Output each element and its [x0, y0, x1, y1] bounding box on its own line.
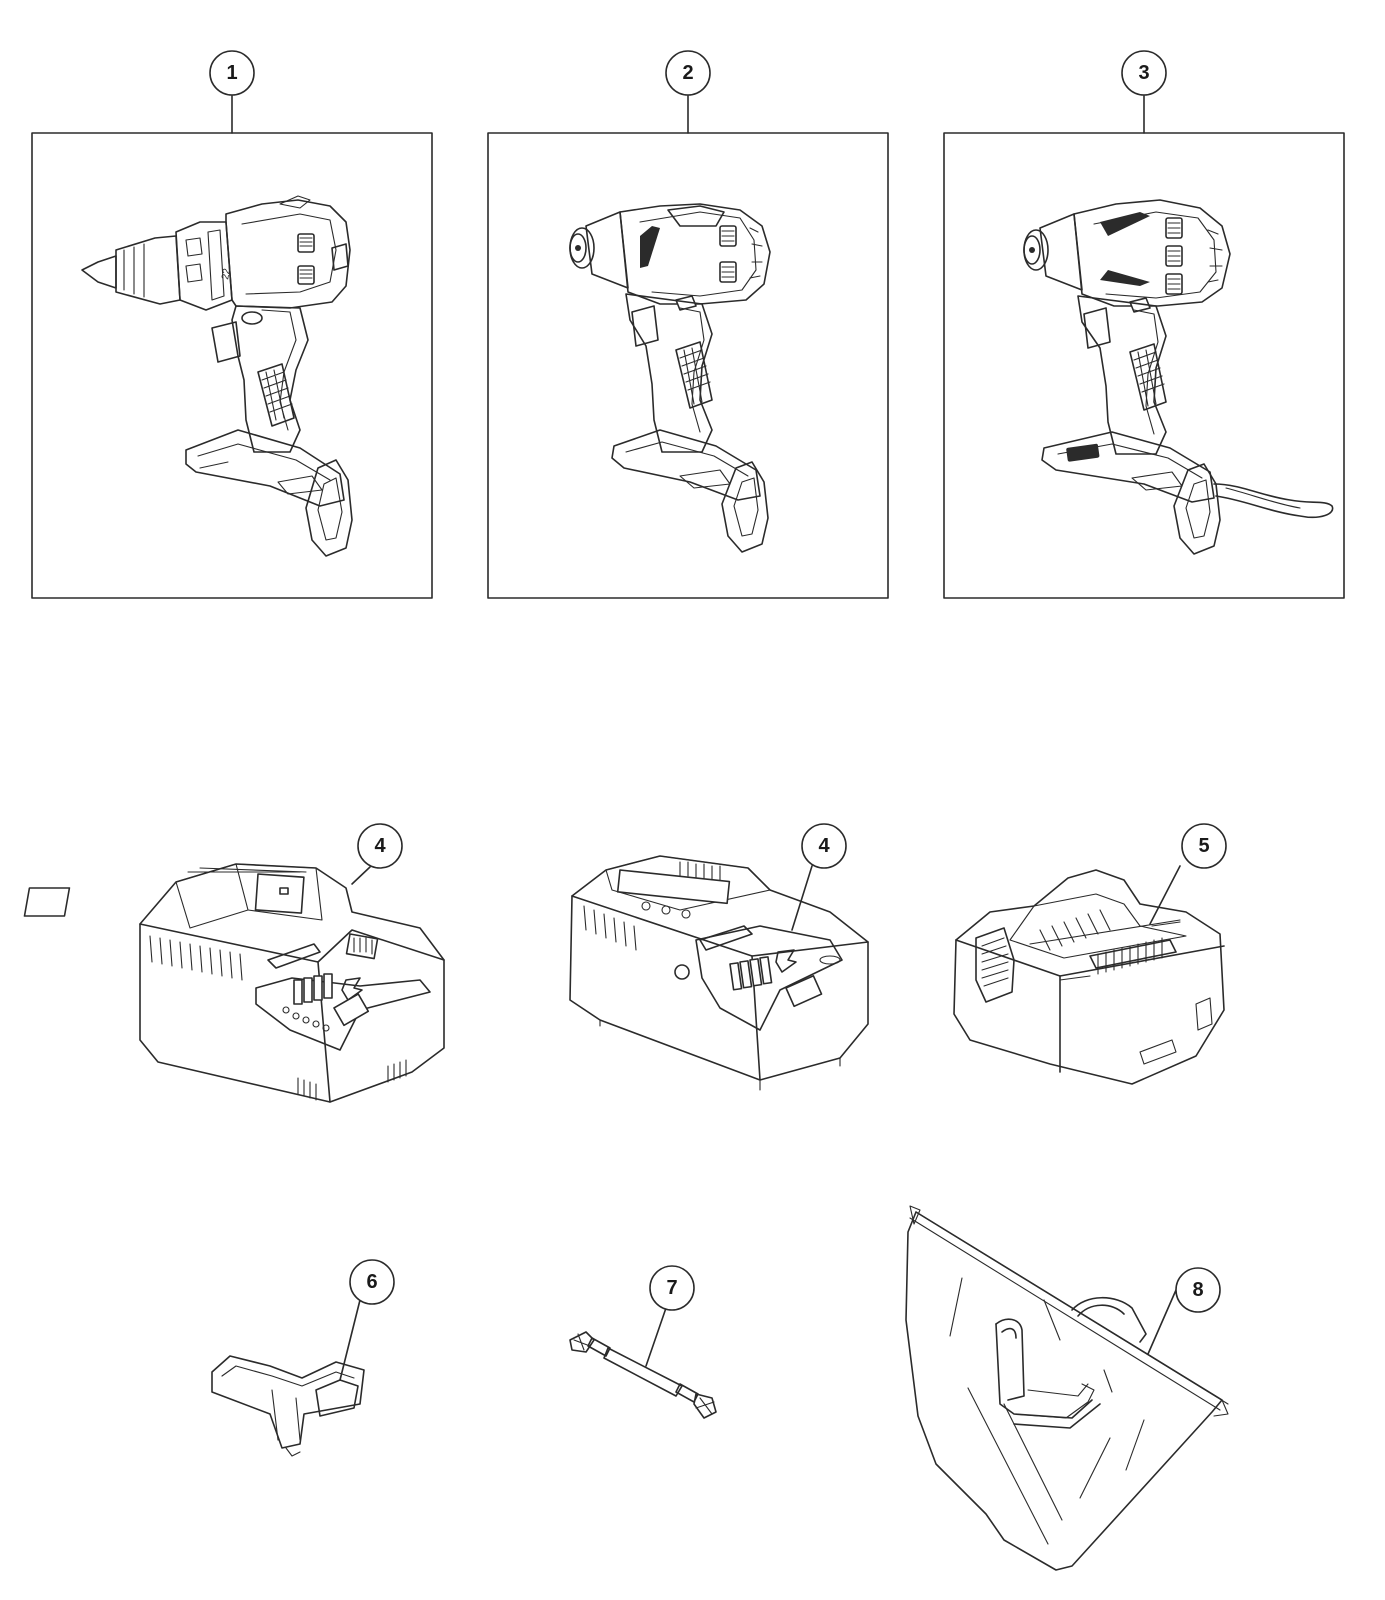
- callout-2: 2: [665, 50, 711, 96]
- impact-driver-strap-drawing: [1023, 199, 1334, 555]
- callout-1-label: 1: [226, 62, 237, 84]
- callout-8: 8: [1175, 1267, 1221, 1313]
- battery-drawing: [953, 865, 1225, 1085]
- callout-5: 5: [1181, 823, 1227, 869]
- callout-7-label: 7: [666, 1277, 677, 1299]
- callout-5-label: 5: [1198, 835, 1209, 857]
- frame-impact-driver: [487, 132, 889, 599]
- callout-1: 1: [209, 50, 255, 96]
- callout-6: 6: [349, 1259, 395, 1305]
- charger-a-drawing: [23, 863, 445, 1103]
- impact-driver-drawing: [569, 203, 771, 553]
- battery-cover-drawing: [211, 1299, 365, 1457]
- callout-4a: 4: [357, 823, 403, 869]
- driver-bit-drawing: [569, 1307, 717, 1419]
- callout-7: 7: [649, 1265, 695, 1311]
- drill-driver-drawing: 22: [81, 195, 353, 557]
- callout-2-label: 2: [682, 62, 693, 84]
- frame-drill-driver: [31, 132, 433, 599]
- callout-4b: 4: [801, 823, 847, 869]
- callout-4b-label: 4: [818, 835, 830, 857]
- callout-8-label: 8: [1192, 1279, 1203, 1301]
- tool-bag-drawing: [905, 1205, 1229, 1571]
- callout-3: 3: [1121, 50, 1167, 96]
- callout-6-label: 6: [366, 1271, 377, 1293]
- charger-b-drawing: [569, 855, 869, 1091]
- callout-4a-label: 4: [374, 835, 386, 857]
- callout-3-label: 3: [1138, 62, 1149, 84]
